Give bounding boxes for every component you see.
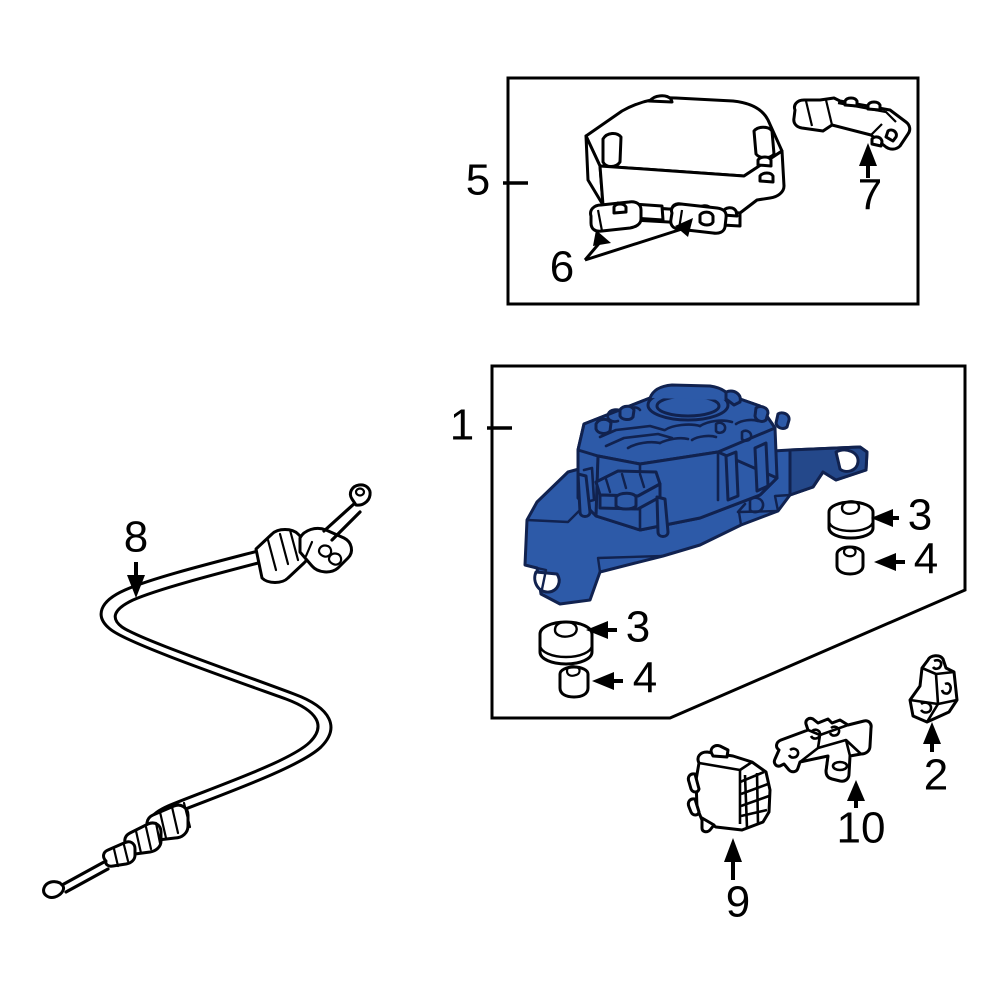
callout-4a-label: 4 — [633, 654, 657, 703]
callout-6-arrowhead-b — [675, 218, 693, 237]
cable-flat-tip — [42, 880, 65, 899]
callout-4b-label: 4 — [914, 535, 938, 584]
callout-8-arrowhead — [127, 575, 145, 598]
actuator-post-a — [724, 450, 740, 502]
callout-3a-leader — [586, 621, 617, 639]
cable-stop-head — [348, 483, 372, 507]
callout-7-arrowhead — [859, 143, 877, 166]
actuator-connector-block — [594, 469, 662, 511]
part-4-collar-left — [558, 665, 590, 699]
part-4-collar-right — [835, 545, 865, 576]
callout-4b-leader — [874, 553, 905, 571]
callout-6-arrowhead-a — [593, 230, 611, 246]
callout-9-label: 9 — [726, 878, 750, 927]
actuator-post-b — [753, 441, 770, 493]
part-9-relay-connector — [686, 744, 772, 834]
part-10-relay-bracket — [772, 716, 873, 783]
panel-5-border — [506, 76, 920, 306]
panel-1-group[interactable]: 1 — [450, 364, 967, 720]
part-1-actuator-assembly — [523, 383, 869, 606]
callout-5-label: 5 — [466, 156, 490, 205]
panel-1-border — [490, 364, 967, 720]
callout-10-arrowhead — [847, 780, 865, 801]
callout-4a-leader — [592, 672, 623, 690]
part-6-mount-cushion-left — [589, 200, 643, 233]
actuator-stud-left — [576, 472, 592, 518]
callout-3b-label: 3 — [908, 491, 932, 540]
callout-2-label: 2 — [924, 751, 948, 800]
callout-6-label: 6 — [550, 243, 574, 292]
part-2-mounting-bracket — [908, 654, 959, 724]
actuator-intake-tab — [724, 389, 742, 407]
actuator-left-fork-notch — [533, 570, 561, 594]
callout-9-arrowhead — [724, 838, 742, 862]
callout-1-label: 1 — [450, 401, 474, 450]
actuator-right-fork-notch — [834, 448, 860, 473]
callout-3b-leader — [871, 509, 899, 527]
panel-5-group[interactable]: 5 — [466, 76, 920, 306]
callout-3a-label: 3 — [626, 603, 650, 652]
part-3-grommet-left — [538, 620, 594, 666]
callout-10-label: 10 — [837, 804, 886, 853]
callout-7-label: 7 — [858, 171, 882, 220]
actuator-stud-mid — [655, 495, 670, 538]
part-8-actuator-cable — [42, 483, 372, 899]
cable-adjuster-barrels — [102, 801, 192, 868]
callout-8-label: 8 — [124, 513, 148, 562]
callout-2-arrowhead — [923, 722, 941, 744]
part-7-unit-bracket — [792, 96, 912, 151]
part-3-grommet-right — [827, 500, 875, 540]
cable-end-fitting — [298, 526, 353, 574]
